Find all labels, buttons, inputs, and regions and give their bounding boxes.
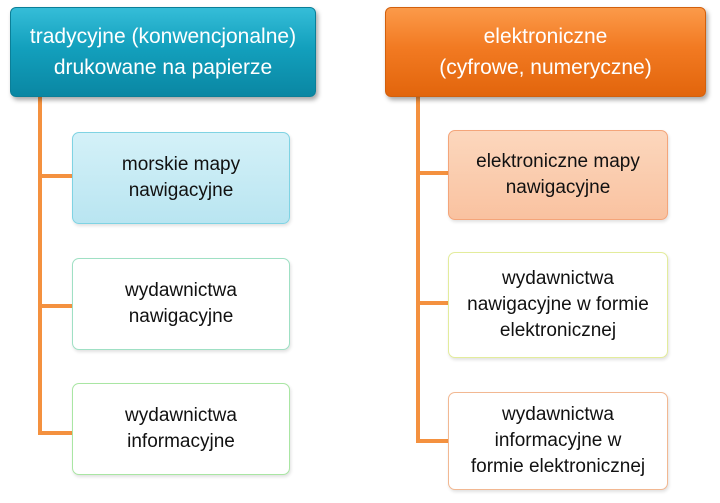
electronic-charts-header: elektroniczne (cyfrowe, numeryczne) [385, 7, 706, 97]
information-publications-box: wydawnictwa informacyjne [72, 383, 290, 475]
box-label-line: wydawnictwa [125, 405, 237, 426]
box-label-line: wydawnictwa [502, 268, 614, 289]
electronic-charts-box: elektroniczne mapy nawigacyjne [448, 130, 668, 220]
box-label-line: wydawnictwa [502, 404, 614, 425]
box-label-line: informacyjne [127, 431, 235, 452]
header-right-line1: elektroniczne [483, 25, 608, 48]
box-label-line: elektroniczne mapy [476, 151, 640, 172]
box-label-line: elektronicznej [499, 320, 617, 341]
traditional-charts-header: tradycyjne (konwencjonalne) drukowane na… [10, 7, 316, 97]
box-label-line: nawigacyjne w formie [467, 294, 649, 315]
box-label-line: informacyjne w [494, 430, 622, 451]
header-right-line2: (cyfrowe, numeryczne) [439, 56, 652, 79]
box-label-line: formie elektronicznej [470, 456, 646, 477]
header-left-line1: tradycyjne (konwencjonalne) [29, 25, 297, 48]
box-label-line: wydawnictwa [125, 280, 237, 301]
electronic-information-publications-box: wydawnictwa informacyjne w formie elektr… [448, 392, 668, 490]
box-label-line: nawigacyjne [128, 180, 234, 201]
header-left-line2: drukowane na papierze [53, 56, 273, 79]
navigation-publications-box: wydawnictwa nawigacyjne [72, 258, 290, 350]
electronic-navigation-publications-box: wydawnictwa nawigacyjne w formie elektro… [448, 252, 668, 358]
box-label-line: nawigacyjne [505, 177, 611, 198]
box-label-line: nawigacyjne [128, 306, 234, 327]
box-label-line: morskie mapy [121, 154, 241, 175]
nautical-charts-box: morskie mapy nawigacyjne [72, 132, 290, 224]
